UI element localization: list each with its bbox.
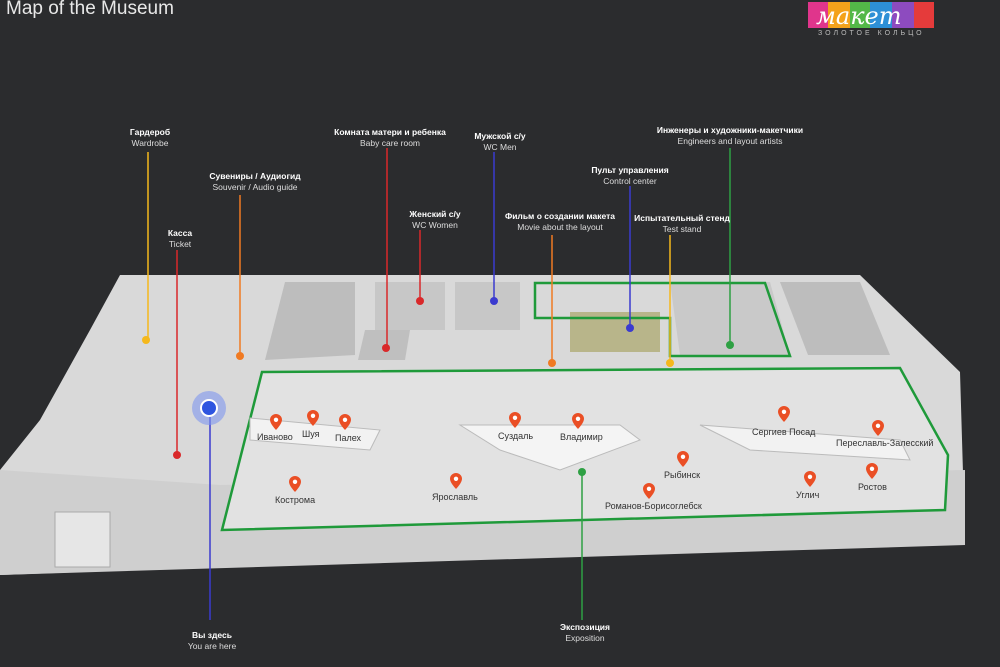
wardrobe-label-ru: Гардероб <box>129 127 171 137</box>
you-are-here-label: Вы здесь You are here <box>172 630 252 652</box>
test-stand-marker <box>666 359 674 367</box>
exposition-label: Экспозиция Exposition <box>545 622 625 644</box>
wardrobe-label: Гардероб Wardrobe <box>110 127 190 149</box>
city-pin-icon <box>450 473 462 489</box>
test-stand-label-en: Test stand <box>662 224 702 234</box>
wardrobe-label-en: Wardrobe <box>131 138 169 148</box>
city-pin-icon <box>804 471 816 487</box>
city-label-rybinsk: Рыбинск <box>664 470 701 480</box>
engineers-marker <box>726 341 734 349</box>
wc-men-label-en: WC Men <box>483 142 517 152</box>
baby-care-marker <box>382 344 390 352</box>
room-back-right <box>780 282 890 355</box>
city-pin-icon <box>778 406 790 422</box>
control-marker <box>626 324 634 332</box>
svg-text:макет: макет <box>816 2 902 30</box>
ticket-marker <box>173 451 181 459</box>
control-label: Пульт управления Control center <box>580 165 680 187</box>
control-label-en: Control center <box>603 176 657 186</box>
you-are-here-label-en: You are here <box>187 641 237 651</box>
wc-women-label-ru: Женский с/у <box>409 209 461 219</box>
city-label-shuya: Шуя <box>302 429 320 439</box>
movie-label-en: Movie about the layout <box>517 222 603 232</box>
baby-care-label-ru: Комната матери и ребенка <box>334 127 446 137</box>
city-label-sergiev-posad: Сергиев Посад <box>752 427 816 437</box>
city-pin-icon <box>872 420 884 436</box>
engineers-label-en: Engineers and layout artists <box>677 136 783 146</box>
ticket-label-en: Ticket <box>168 239 192 249</box>
wc-men-marker <box>490 297 498 305</box>
room-back-1 <box>265 282 355 360</box>
display-table-center <box>458 424 642 471</box>
logo-tagline: ЗОЛОТОЕ КОЛЬЦО <box>818 30 925 37</box>
baby-care-label: Комната матери и ребенка Baby care room <box>320 127 460 149</box>
you-are-here-label-ru: Вы здесь <box>192 630 232 640</box>
logo-wordmark-icon: макет <box>808 2 934 30</box>
page-title: Map of the Museum <box>6 0 174 19</box>
movie-label: Фильм о создании макета Movie about the … <box>495 211 625 233</box>
wc-women-label: Женский с/у WC Women <box>395 209 475 231</box>
city-label-ivanovo: Иваново <box>257 432 293 442</box>
display-table-right <box>699 424 911 461</box>
wc-women-marker <box>416 297 424 305</box>
city-pin-icon <box>677 451 689 467</box>
city-pin-icon <box>270 414 282 430</box>
city-label-uglich: Углич <box>796 490 820 500</box>
movie-marker <box>548 359 556 367</box>
engineers-label-ru: Инженеры и художники-макетчики <box>656 125 804 135</box>
you-are-here-icon <box>200 399 218 417</box>
control-label-ru: Пульт управления <box>591 165 669 175</box>
city-label-vladimir: Владимир <box>560 432 603 442</box>
city-label-romanov: Романов-Борисоглебск <box>605 501 702 511</box>
test-stand-label-ru: Испытательный стенд <box>634 213 730 223</box>
city-label-kostroma: Кострома <box>275 495 316 505</box>
display-table-left <box>249 417 381 451</box>
city-pin-icon <box>643 483 655 499</box>
souvenir-marker <box>236 352 244 360</box>
movie-label-ru: Фильм о создании макета <box>504 211 616 221</box>
wardrobe-marker <box>142 336 150 344</box>
wc-women-label-en: WC Women <box>412 220 458 230</box>
city-pin-icon <box>307 410 319 426</box>
ticket-label-ru: Касса <box>167 228 193 238</box>
exposition-label-ru: Экспозиция <box>560 622 610 632</box>
city-pin-icon <box>572 413 584 429</box>
souvenir-label-en: Souvenir / Audio guide <box>212 182 298 192</box>
city-pin-icon <box>339 414 351 430</box>
exposition-outline <box>220 366 950 532</box>
entrance-door <box>54 511 111 568</box>
city-pin-icon <box>509 412 521 428</box>
room-wc-men <box>455 282 520 330</box>
city-label-rostov: Ростов <box>858 482 887 492</box>
souvenir-label: Сувениры / Аудиогид Souvenir / Audio gui… <box>195 171 315 193</box>
city-label-pereslavl: Переславль-Залесский <box>836 438 934 448</box>
city-label-suzdal: Суздаль <box>498 431 534 441</box>
exposition-label-en: Exposition <box>565 633 605 643</box>
souvenir-label-ru: Сувениры / Аудиогид <box>209 171 301 181</box>
engineers-label: Инженеры и художники-макетчики Engineers… <box>640 125 820 147</box>
wc-men-label: Мужской с/у WC Men <box>460 131 540 153</box>
wc-men-label-ru: Мужской с/у <box>474 131 526 141</box>
baby-care-label-en: Baby care room <box>360 138 420 148</box>
ticket-label: Касса Ticket <box>150 228 210 250</box>
city-pin-icon <box>866 463 878 479</box>
room-back-2 <box>375 282 445 330</box>
test-stand-label: Испытательный стенд Test stand <box>632 213 732 235</box>
exposition-marker <box>578 468 586 476</box>
city-label-palekh: Палех <box>335 433 362 443</box>
city-label-yaroslavl: Ярославль <box>432 492 478 502</box>
museum-logo: макет ЗОЛОТОЕ КОЛЬЦО <box>808 0 958 40</box>
city-pin-icon <box>289 476 301 492</box>
